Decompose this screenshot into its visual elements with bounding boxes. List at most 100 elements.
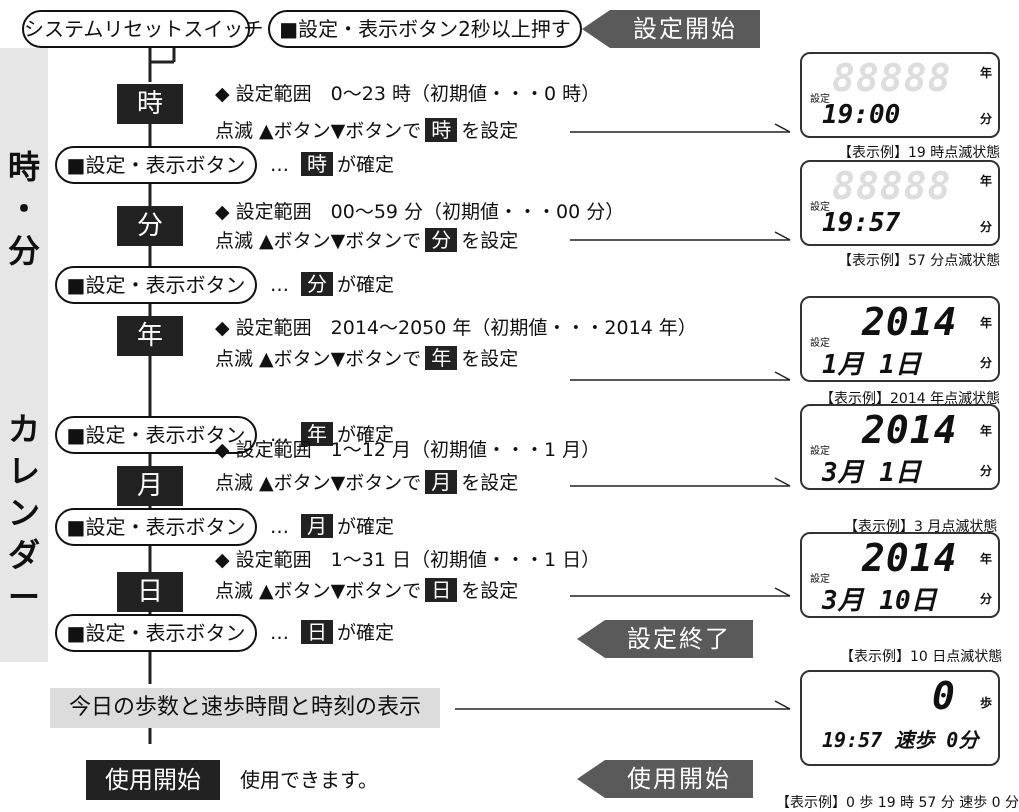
step-month-badge: 月 xyxy=(425,470,458,494)
ellipsis: … xyxy=(270,154,289,176)
confirm-year: … 年が確定 xyxy=(270,422,394,447)
lcd-sub-digits: 3月 10日 xyxy=(822,586,937,616)
step-hour-badge: 時 xyxy=(425,118,458,142)
blink-text: 点滅 ▲ボタン▼ボタンで xyxy=(215,120,422,142)
side-char: ダ xyxy=(7,536,40,574)
step-year-box: 年 xyxy=(117,316,183,356)
step-minute-box: 分 xyxy=(117,206,183,246)
blink-text: 点滅 ▲ボタン▼ボタンで xyxy=(215,580,422,602)
lcd-display: 設定 88888 19:57 年 分 xyxy=(800,160,1000,246)
system-reset-switch[interactable]: システムリセットスイッチ xyxy=(22,10,263,48)
confirm-badge: 月 xyxy=(301,514,333,538)
step-day-range: ◆ 設定範囲 1～31 日（初期値・・・1 日） xyxy=(215,549,601,571)
display-caption: 【表示例】0 歩 19 時 57 分 速歩 0 分 xyxy=(776,795,1019,811)
lcd-unit-year: 年 xyxy=(979,66,992,80)
step-year-blink: 点滅 ▲ボタン▼ボタンで年を設定 xyxy=(215,346,518,371)
ellipsis: … xyxy=(270,622,289,644)
lcd-sub-digits: 19:00 xyxy=(822,100,901,130)
blink-text-post: を設定 xyxy=(461,580,519,602)
display-caption: 【表示例】2014 年点滅状態 xyxy=(820,391,1001,407)
confirm-set-button[interactable]: ■設定・表示ボタン xyxy=(55,614,257,652)
lcd-display: 設定 88888 19:00 年 分 xyxy=(800,52,1000,138)
lcd-sub-digits: 3月 1日 xyxy=(822,458,921,488)
ellipsis: … xyxy=(270,516,289,538)
blink-text-post: を設定 xyxy=(461,348,519,370)
confirm-text: が確定 xyxy=(337,424,395,446)
confirm-set-button[interactable]: ■設定・表示ボタン xyxy=(55,266,257,304)
lcd-unit-step: 歩 xyxy=(979,696,992,710)
lcd-main-digits: 2014 xyxy=(862,408,958,452)
lcd-unit-minute: 分 xyxy=(979,356,992,370)
confirm-badge: 時 xyxy=(301,152,333,176)
step-minute-badge: 分 xyxy=(425,228,458,252)
step-hour-range: ◆ 設定範囲 0～23 時（初期値・・・0 時） xyxy=(215,83,601,105)
display-caption: 【表示例】3 月点滅状態 xyxy=(844,519,998,535)
lcd-unit-year: 年 xyxy=(979,424,992,438)
use-start-box: 使用開始 xyxy=(86,760,220,800)
lcd-unit-minute: 分 xyxy=(979,112,992,126)
display-caption: 【表示例】57 分点滅状態 xyxy=(838,253,1001,269)
use-text: 使用できます。 xyxy=(240,768,378,792)
confirm-set-button[interactable]: ■設定・表示ボタン xyxy=(55,416,257,454)
step-day-blink: 点滅 ▲ボタン▼ボタンで日を設定 xyxy=(215,578,518,603)
step-month-box: 月 xyxy=(117,466,183,506)
lcd-unit-minute: 分 xyxy=(979,592,992,606)
today-display-box: 今日の歩数と速歩時間と時刻の表示 xyxy=(50,688,440,728)
lcd-setting-label: 設定 xyxy=(810,202,830,213)
step-day-badge: 日 xyxy=(425,578,458,602)
step-day-box: 日 xyxy=(117,572,183,612)
lcd-setting-label: 設定 xyxy=(810,94,830,105)
lcd-unit-minute: 分 xyxy=(979,464,992,478)
step-year-range: ◆ 設定範囲 2014～2050 年（初期値・・・2014 年） xyxy=(215,317,697,339)
side-char: カ xyxy=(7,410,40,448)
confirm-set-button[interactable]: ■設定・表示ボタン xyxy=(55,508,257,546)
confirm-hour: … 時が確定 xyxy=(270,152,394,177)
step-minute-range: ◆ 設定範囲 00～59 分（初期値・・・00 分） xyxy=(215,201,625,223)
confirm-month: … 月が確定 xyxy=(270,514,394,539)
set-display-button-hold[interactable]: ■設定・表示ボタン2秒以上押す xyxy=(268,10,582,48)
blink-text: 点滅 ▲ボタン▼ボタンで xyxy=(215,472,422,494)
use-start-tag: 使用開始 xyxy=(577,760,753,798)
blink-text-post: を設定 xyxy=(461,472,519,494)
confirm-day: … 日が確定 xyxy=(270,620,394,645)
confirm-minute: …分が確定 xyxy=(270,272,394,297)
display-caption: 【表示例】10 日点滅状態 xyxy=(840,649,1003,665)
lcd-display: 0 19:57 速歩 0分 歩 xyxy=(800,670,1000,766)
setup-end-tag: 設定終了 xyxy=(577,620,753,658)
lcd-setting-label: 設定 xyxy=(810,446,830,457)
lcd-main-digits: 2014 xyxy=(862,536,958,580)
ellipsis: … xyxy=(270,424,289,446)
confirm-text: が確定 xyxy=(337,154,395,176)
confirm-badge: 年 xyxy=(301,422,333,446)
side-label-calendar: カ レ ン ダ ー xyxy=(0,372,48,662)
lcd-unit-year: 年 xyxy=(979,552,992,566)
lcd-main-digits: 0 xyxy=(932,674,956,718)
step-hour-blink: 点滅 ▲ボタン▼ボタンで時を設定 xyxy=(215,118,518,143)
lcd-setting-label: 設定 xyxy=(810,574,830,585)
lcd-setting-label: 設定 xyxy=(810,338,830,349)
lcd-sub-digits: 1月 1日 xyxy=(822,350,921,380)
confirm-set-button[interactable]: ■設定・表示ボタン xyxy=(55,146,257,184)
side-label-time: 時 ・ 分 xyxy=(0,48,48,388)
lcd-sub-digits: 19:57 速歩 0分 xyxy=(822,728,979,752)
step-year-badge: 年 xyxy=(425,346,458,370)
blink-text: 点滅 ▲ボタン▼ボタンで xyxy=(215,348,422,370)
lcd-display: 設定 2014 1月 1日 年 分 xyxy=(800,296,1000,382)
confirm-text: が確定 xyxy=(337,516,395,538)
lcd-main-digits: 88888 xyxy=(832,56,952,100)
confirm-badge: 分 xyxy=(301,272,333,296)
lcd-main-digits: 2014 xyxy=(862,300,958,344)
step-month-range: ◆ 設定範囲 1～12 月（初期値・・・1 月） xyxy=(215,439,601,461)
display-caption: 【表示例】19 時点滅状態 xyxy=(838,145,1001,161)
side-char: 時 xyxy=(7,148,40,186)
confirm-text: が確定 xyxy=(337,622,395,644)
setup-start-tag: 設定開始 xyxy=(582,10,760,48)
lcd-display: 設定 2014 3月 10日 年 分 xyxy=(800,532,1000,618)
blink-text-post: を設定 xyxy=(461,120,519,142)
lcd-unit-minute: 分 xyxy=(979,220,992,234)
confirm-badge: 日 xyxy=(301,620,333,644)
ellipsis: … xyxy=(270,274,289,296)
side-char: 分 xyxy=(7,232,40,270)
lcd-sub-digits: 19:57 xyxy=(822,208,901,238)
